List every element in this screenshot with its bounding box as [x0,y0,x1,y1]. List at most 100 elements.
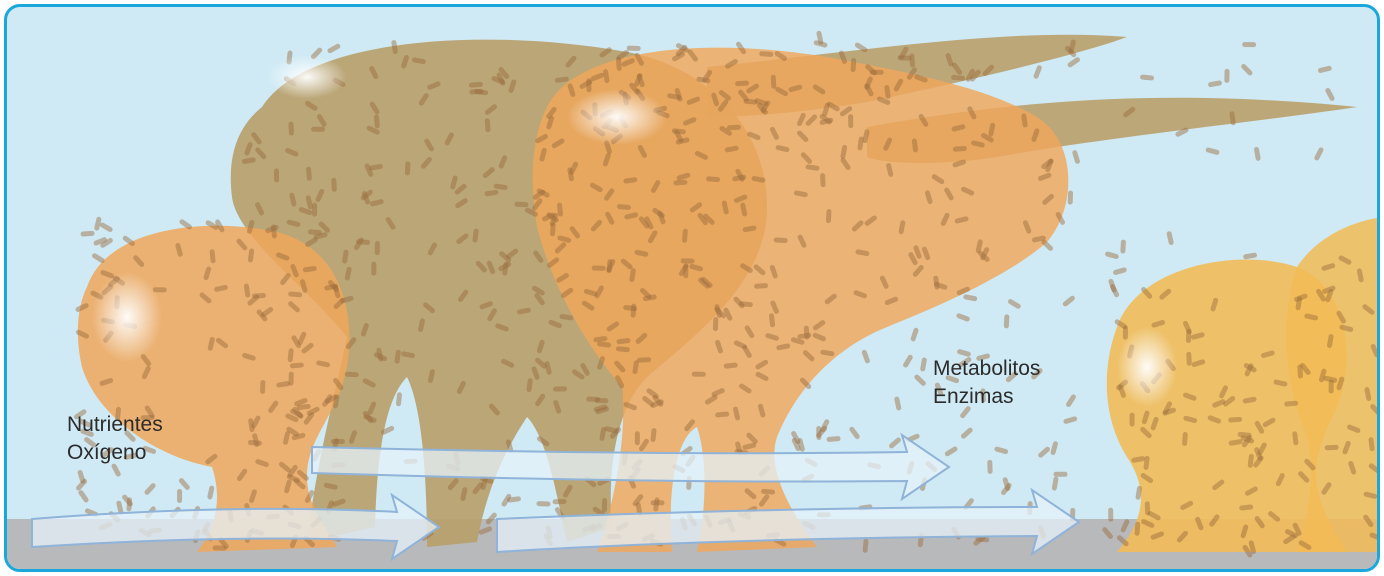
bacteria-cell [894,396,902,411]
bacteria-cell [910,327,919,342]
bacteria-cell [1208,80,1223,87]
bacteria-cell [1062,295,1076,308]
bacteria-cell [536,501,550,507]
bacteria-cell [727,125,741,131]
bacteria-cell [602,498,607,512]
bacteria-cell [288,372,293,386]
bacteria-cell [345,372,359,378]
bacteria-cell [80,231,94,237]
bacteria-cell [681,258,695,263]
bacteria-cell [1067,56,1081,68]
bacteria-cell [816,426,821,440]
bacteria-cell [592,265,606,270]
bacteria-cell [1120,239,1126,253]
bacteria-cell [1053,472,1067,477]
bacteria-cell [1379,272,1380,287]
bacteria-cell [485,118,491,132]
bacteria-cell [1130,413,1135,427]
biofilm-diagram [7,7,1380,572]
bacteria-cell [1314,147,1325,162]
bacteria-cell [994,446,1009,455]
bacteria-cell [826,209,832,223]
bacteria-cell [1242,42,1256,47]
bacteria-cell [312,203,317,217]
bacteria-cell [1065,393,1077,407]
bacteria-cell [1134,522,1140,536]
bacteria-cell [274,168,279,182]
bacteria-cell [963,294,978,302]
bacteria-cell [944,446,959,458]
bacteria-cell [1050,441,1058,456]
bacteria-cell [1033,65,1043,80]
bacteria-cell [850,58,856,72]
colony-highlight [1117,327,1177,407]
bacteria-cell [706,176,720,182]
bacteria-cell [848,114,853,128]
bacteria-cell [1186,352,1192,366]
bacteria-cell [987,460,992,474]
bacteria-cell [469,89,483,94]
diagram-frame: Nutrientes Oxígeno Metabolitos Enzimas [4,4,1380,572]
outflow-label-enzymes: Enzimas [933,383,1040,411]
bacteria-cell [635,431,640,445]
bacteria-cell [1072,150,1081,165]
bacteria-cell [1329,379,1334,393]
bacteria-cell [861,349,870,364]
bacteria-cell [820,173,826,187]
bacteria-cell [960,427,974,440]
bacteria-cell [804,325,810,339]
inflow-label-oxygen: Oxígeno [67,439,163,467]
bacteria-cell [553,386,567,391]
bacteria-cell [1325,445,1339,450]
bacteria-cell [627,46,641,51]
bacteria-cell [99,222,114,233]
bacteria-cell [331,439,345,444]
bacteria-cell [1004,314,1010,328]
bacteria-cell [888,436,902,449]
colony-highlight [92,272,162,362]
bacteria-cell [552,499,566,504]
bacteria-cell [953,146,967,152]
bacteria-cell [514,202,528,208]
bacteria-cell [651,500,665,505]
bacteria-cell [920,357,927,372]
colony-highlight [267,55,347,99]
bacteria-cell [1140,74,1154,80]
bacteria-cell [637,357,651,362]
bacteria-cell [673,180,687,186]
bacteria-cell [1205,147,1220,155]
bacteria-cell [826,436,840,442]
bacteria-cell [331,178,337,192]
bacteria-cell [1007,298,1022,309]
bacteria-cell [1037,446,1051,459]
bacteria-cell [586,397,600,402]
outflow-label: Metabolitos Enzimas [933,355,1040,411]
bacteria-cell [327,43,342,54]
bacteria-cell [771,75,777,89]
bacteria-cell [375,241,380,255]
bacteria-cell [1051,476,1058,491]
bacteria-cell [1254,147,1261,162]
bacteria-cell [1228,417,1242,423]
bacteria-cell [550,222,556,236]
bacteria-cell [692,372,706,377]
bacteria-cell [1324,87,1335,102]
bacteria-cell [260,380,265,394]
bacteria-cell [77,489,89,503]
bacteria-cell [1105,251,1120,260]
bacteria-cell [126,497,132,511]
bacteria-cell [848,426,860,440]
bacteria-cell [207,485,215,500]
colony-highlight [567,89,667,145]
inflow-label-nutrients: Nutrientes [67,411,163,439]
bacteria-cell [1182,432,1188,446]
bacteria-cell [1063,416,1078,425]
bacteria-cell [396,392,402,406]
bacteria-cell [177,489,182,503]
bacteria-cell [1224,69,1229,83]
bacteria-cell [1068,191,1073,205]
bacteria-cell [288,121,294,135]
bacteria-cell [91,252,106,264]
bacteria-cell [754,283,768,289]
bacteria-cell [248,440,262,446]
